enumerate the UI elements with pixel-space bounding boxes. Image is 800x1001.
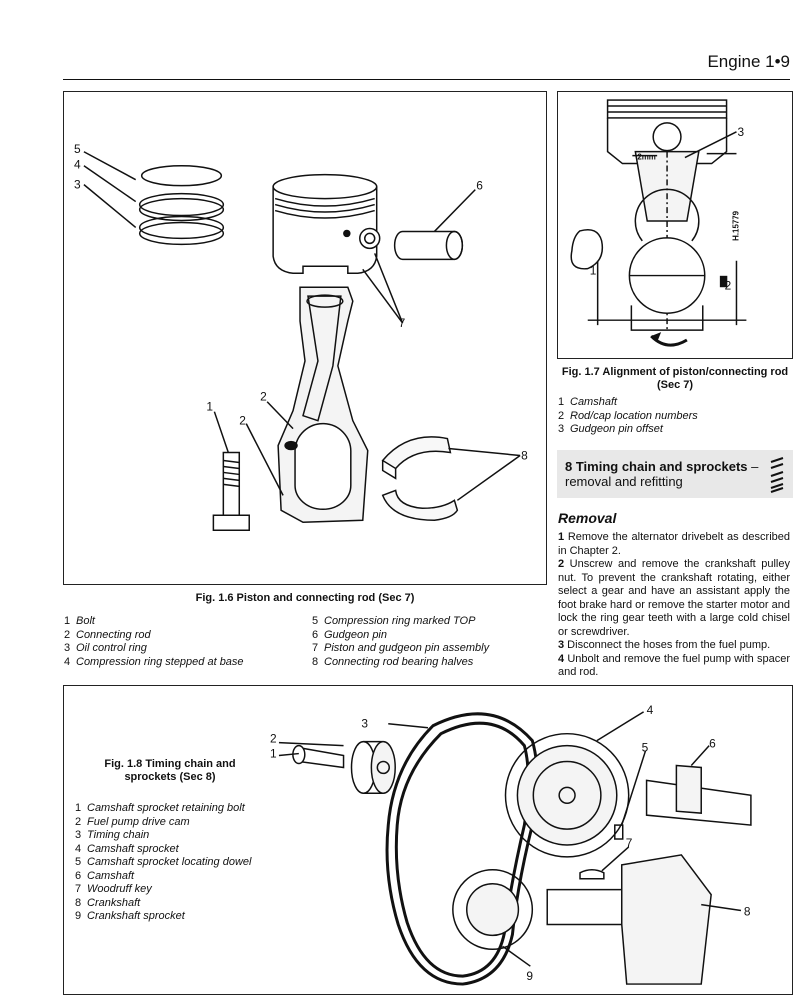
removal-heading: Removal	[558, 510, 617, 526]
page-header: Engine 1•9	[707, 52, 790, 71]
paragraph: 4 Unbolt and remove the fuel pump with s…	[558, 652, 790, 679]
section-heading-box: 8 Timing chain and sprockets – removal a…	[557, 450, 793, 498]
crankshaft-sprocket-illustration	[452, 869, 534, 951]
spanner-difficulty-icon	[770, 457, 784, 493]
fig-1-8-callouts: 2 1 3 4 5 6 7 8 9	[270, 703, 751, 983]
piston-rings-illustration	[138, 164, 225, 246]
callout-2: 2	[270, 732, 277, 746]
piston-connecting-rod-drawing: 5 4 3 6 7 1 2 2 8	[74, 142, 528, 531]
gudgeon-pin-illustration	[393, 230, 464, 261]
callout-8: 8	[744, 905, 751, 919]
callout-3: 3	[361, 717, 368, 731]
callout-7: 7	[626, 836, 633, 850]
bolt-illustration	[212, 451, 250, 531]
callout-5: 5	[74, 142, 81, 156]
callout-1: 1	[206, 400, 213, 414]
fig-1-6-illustration: 5 4 3 6 7 1 2 2 8	[63, 91, 547, 585]
callout-2b: 2	[239, 414, 246, 428]
callout-5: 5	[642, 741, 649, 755]
paragraph: 1 Remove the alternator drivebelt as des…	[558, 531, 790, 557]
callout-6: 6	[709, 737, 716, 751]
fig-1-8-caption: Fig. 1.8 Timing chain and sprockets (Sec…	[104, 758, 236, 783]
bolt-illustration	[292, 744, 345, 769]
paragraph: 2 Unscrew and remove the crankshaft pull…	[558, 558, 790, 638]
callout-9: 9	[526, 969, 533, 983]
callout-1: 1	[590, 264, 597, 278]
dowel-illustration	[614, 824, 624, 840]
removal-instructions: 1 Remove the alternator drivebelt as des…	[558, 531, 790, 680]
camshaft-illustration	[645, 764, 752, 826]
drawing-reference: H.15779	[731, 210, 740, 241]
callout-4: 4	[647, 703, 654, 717]
piston-illustration	[272, 173, 381, 275]
bearing-halves-illustration	[381, 436, 459, 521]
callout-7: 7	[399, 316, 406, 330]
timing-chain-drawing: 2 1 3 4 5 6 7 8 9	[270, 703, 752, 986]
header-rule	[63, 79, 790, 80]
dimension-label: 2mm	[637, 153, 656, 162]
camshaft-sprocket-illustration	[504, 732, 630, 858]
fig-1-8-illustration: 2 1 3 4 5 6 7 8 9	[63, 685, 793, 995]
piston-alignment-drawing: 2mm H.15779 3 1 2	[570, 99, 747, 347]
fig-1-7-caption: Fig. 1.7 Alignment of piston/connecting …	[561, 366, 789, 391]
callout-4: 4	[74, 158, 81, 172]
callout-3: 3	[74, 178, 81, 192]
callout-3: 3	[737, 125, 744, 139]
leader-lines	[278, 711, 742, 967]
callout-8: 8	[521, 448, 528, 462]
paragraph: 3 Disconnect the hoses from the fuel pum…	[558, 639, 771, 651]
woodruff-key-illustration	[579, 869, 605, 880]
leader-lines	[83, 151, 521, 501]
fig-1-6-caption: Fig. 1.6 Piston and connecting rod (Sec …	[195, 592, 415, 604]
callout-6: 6	[476, 179, 483, 193]
connecting-rod-illustration	[277, 286, 369, 523]
crankshaft-illustration	[546, 854, 712, 985]
callout-1: 1	[270, 747, 277, 761]
fig-1-6-callouts: 5 4 3 6 7 1 2 2 8	[74, 142, 528, 463]
timing-chain-illustration	[385, 712, 539, 986]
fig-1-7-illustration: 2mm H.15779 3 1 2	[557, 91, 793, 359]
callout-2: 2	[725, 278, 732, 292]
section-title: 8 Timing chain and sprockets – removal a…	[565, 459, 759, 489]
callout-2a: 2	[260, 390, 267, 404]
fuel-pump-cam-illustration	[350, 740, 396, 795]
